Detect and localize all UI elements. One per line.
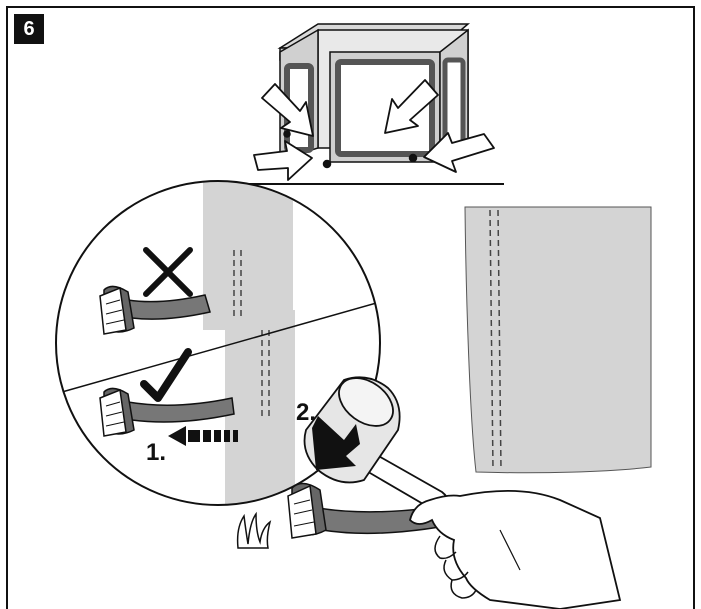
tent-wall — [465, 207, 651, 473]
hand-icon — [410, 491, 620, 609]
step2-label: 2. — [296, 399, 316, 426]
step1-label: 1. — [146, 439, 166, 466]
grass-icon — [238, 514, 270, 548]
